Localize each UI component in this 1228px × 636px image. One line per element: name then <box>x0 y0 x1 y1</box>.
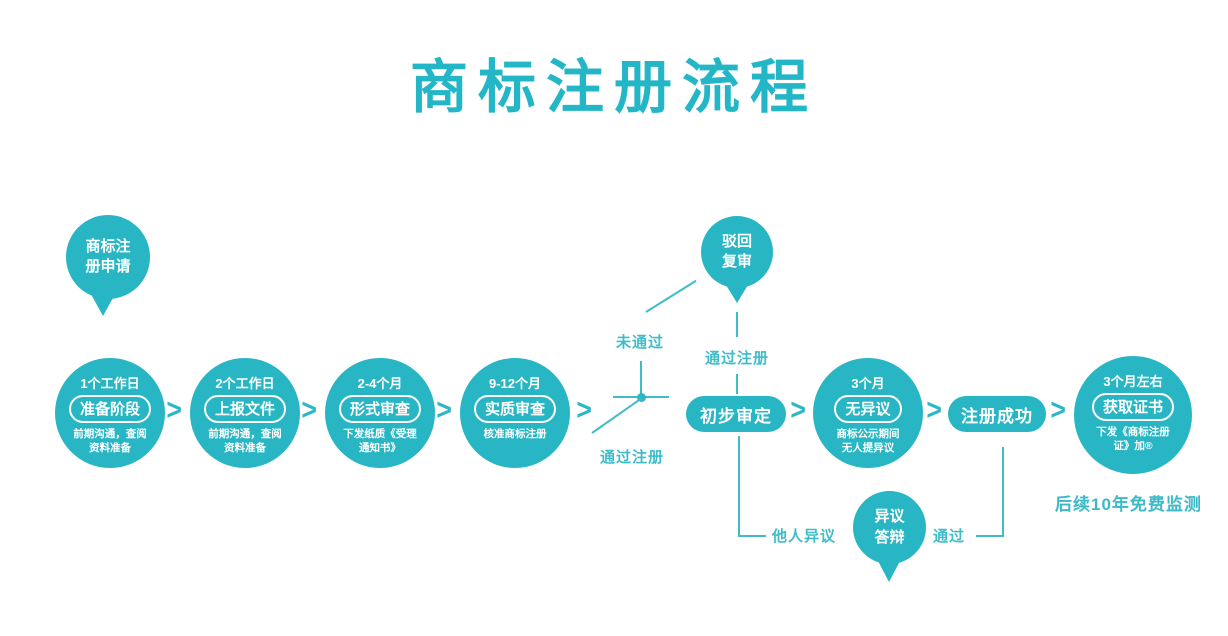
step-label-oval: 获取证书 <box>1091 393 1174 421</box>
step-label-oval: 准备阶段 <box>68 395 151 423</box>
start-balloon-tail <box>92 296 114 316</box>
objection-defense-balloon-tail <box>878 561 900 582</box>
step-duration: 2个工作日 <box>215 376 275 391</box>
rejection-connector-line-top <box>736 312 738 337</box>
edge-label-passed-top: 通过注册 <box>705 350 770 367</box>
junction-dot <box>637 393 646 402</box>
edge-label-not-passed: 未通过 <box>615 334 664 351</box>
not-passed-diag-line <box>645 279 697 313</box>
step-duration: 2-4个月 <box>357 376 403 391</box>
edge-label-passed: 通过 <box>933 528 966 545</box>
step-desc: 核准商标注册 <box>483 428 547 440</box>
objection-defense-balloon: 异议 答辩 <box>853 491 926 564</box>
step-duration: 3个月左右 <box>1103 374 1163 389</box>
objection-left-v-line <box>738 436 740 537</box>
flow-arrow: > <box>576 393 592 426</box>
objection-left-h-line <box>738 535 766 537</box>
edge-label-others-objection: 他人异议 <box>772 528 837 545</box>
rejection-review-balloon-tail <box>726 285 748 303</box>
step-duration: 3个月 <box>851 376 885 391</box>
flow-arrow: > <box>436 393 452 426</box>
junction-v-line <box>640 361 642 397</box>
rejection-review-balloon: 驳回 复审 <box>701 216 773 288</box>
step-label-oval: 上报文件 <box>203 395 286 423</box>
flow-arrow: > <box>926 393 942 426</box>
flow-arrow: > <box>301 393 317 426</box>
step-desc: 前期沟通，查阅 资料准备 <box>208 428 282 455</box>
step-duration: 1个工作日 <box>80 376 140 391</box>
step-label-oval: 无异议 <box>834 395 902 423</box>
page-title: 商标注册流程 <box>409 55 818 120</box>
step-circle-no-objection: 3个月 无异议 商标公示期间 无人提异议 <box>813 358 923 468</box>
step-desc: 下发《商标注册 证》加® <box>1096 426 1170 453</box>
flow-arrow: > <box>1050 393 1066 426</box>
edge-label-passed-bottom: 通过注册 <box>600 449 665 466</box>
step-label-oval: 实质审查 <box>473 395 556 423</box>
step-label-oval: 形式审查 <box>338 395 421 423</box>
step-desc: 下发纸质《受理 通知书》 <box>343 428 417 455</box>
step-circle-substantive-examination: 9-12个月 实质审查 核准商标注册 <box>460 358 570 468</box>
step-circle-formal-examination: 2-4个月 形式审查 下发纸质《受理 通知书》 <box>325 358 435 468</box>
start-balloon: 商标注 册申请 <box>66 215 150 299</box>
step-circle-obtain-certificate: 3个月左右 获取证书 下发《商标注册 证》加® <box>1074 356 1192 474</box>
step-desc: 商标公示期间 无人提异议 <box>836 428 900 455</box>
footnote-free-monitoring: 后续10年免费监测 <box>1055 495 1202 514</box>
flow-arrow: > <box>166 393 182 426</box>
objection-right-v-line <box>1002 447 1004 537</box>
pill-registration-success: 注册成功 <box>948 396 1046 432</box>
objection-right-h-line <box>976 535 1004 537</box>
step-circle-submit-documents: 2个工作日 上报文件 前期沟通，查阅 资料准备 <box>190 358 300 468</box>
step-circle-preparation: 1个工作日 准备阶段 前期沟通，查阅 资料准备 <box>55 358 165 468</box>
step-duration: 9-12个月 <box>488 376 542 391</box>
junction-diag-line <box>591 397 642 434</box>
flow-arrow: > <box>790 393 806 426</box>
rejection-connector-line-bottom <box>736 374 738 394</box>
step-desc: 前期沟通，查阅 资料准备 <box>73 428 147 455</box>
pill-preliminary-approval: 初步审定 <box>686 396 786 432</box>
